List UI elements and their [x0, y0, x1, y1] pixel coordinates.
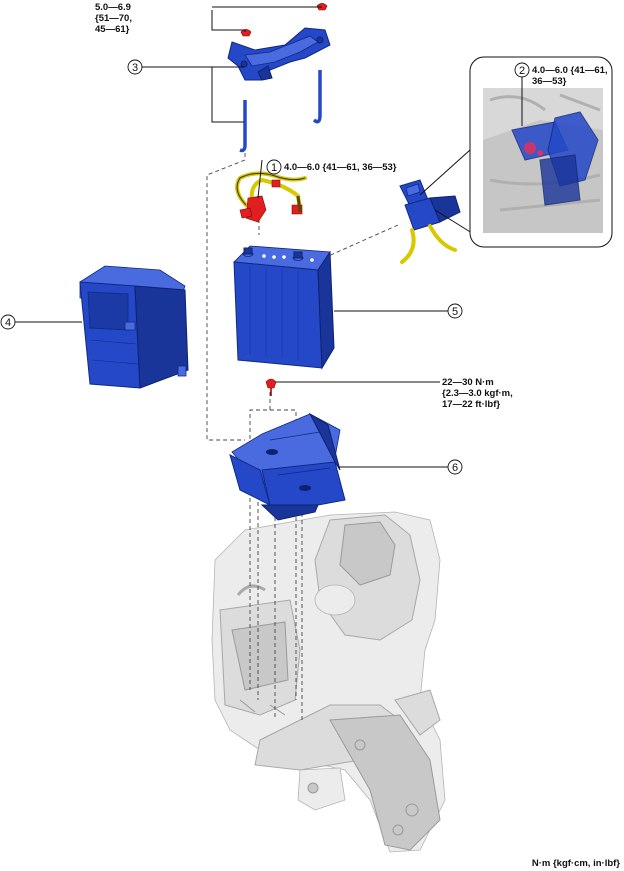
clamp-j-bolt-left	[239, 100, 247, 153]
assembly-guide-lines	[206, 153, 399, 720]
callout-2: 2	[514, 62, 530, 78]
vehicle-body-structure	[211, 511, 446, 853]
svg-text:4.0—6.0 {41—61, 36—53}: 4.0—6.0 {41—61, 36—53}	[284, 162, 397, 173]
svg-text:{51—70,: {51—70,	[95, 13, 132, 24]
svg-text:5: 5	[452, 306, 458, 318]
callout-1: 1	[266, 159, 282, 175]
svg-text:5.0—6.9: 5.0—6.9	[95, 2, 131, 13]
clamp-j-bolt-right	[312, 70, 322, 124]
torque-label-terminal-2: 4.0—6.0 {41—61, 36—53}	[532, 65, 608, 87]
callout-3: 3	[127, 59, 143, 75]
leader-lines	[14, 6, 523, 468]
torque-label-clamp-nut: 5.0—6.9 {51—70, 45—61}	[95, 2, 132, 35]
callout-6: 6	[447, 459, 463, 475]
svg-text:36—53}: 36—53}	[532, 76, 567, 87]
negative-battery-cable	[235, 171, 307, 223]
detail-inset	[419, 56, 613, 248]
battery-cover	[79, 265, 189, 389]
units-legend: N·m {kgf·cm, in·lbf}	[532, 858, 620, 869]
battery-tray	[229, 412, 346, 521]
callout-5: 5	[447, 303, 463, 319]
svg-text:4: 4	[5, 317, 11, 329]
battery-connector	[399, 179, 461, 264]
svg-text:45—61}: 45—61}	[95, 24, 130, 35]
svg-text:3: 3	[132, 62, 138, 74]
svg-text:1: 1	[271, 162, 277, 174]
svg-text:4.0—6.0 {41—61,: 4.0—6.0 {41—61,	[532, 65, 608, 76]
tray-bolt	[265, 378, 277, 396]
clamp-nut-left	[240, 29, 252, 37]
svg-text:{2.3—3.0 kgf·m,: {2.3—3.0 kgf·m,	[442, 388, 513, 399]
svg-text:2: 2	[519, 65, 525, 77]
battery-clamp	[227, 27, 331, 81]
torque-label-tray-bolt: 22—30 N·m {2.3—3.0 kgf·m, 17—22 ft·lbf}	[442, 377, 513, 410]
battery	[233, 245, 335, 370]
svg-text:N·m {kgf·cm, in·lbf}: N·m {kgf·cm, in·lbf}	[532, 858, 620, 869]
callout-4: 4	[0, 314, 16, 330]
svg-text:17—22 ft·lbf}: 17—22 ft·lbf}	[442, 399, 500, 410]
torque-label-terminal-1: 4.0—6.0 {41—61, 36—53}	[284, 162, 397, 173]
svg-text:6: 6	[452, 462, 458, 474]
svg-text:22—30 N·m: 22—30 N·m	[442, 377, 494, 388]
